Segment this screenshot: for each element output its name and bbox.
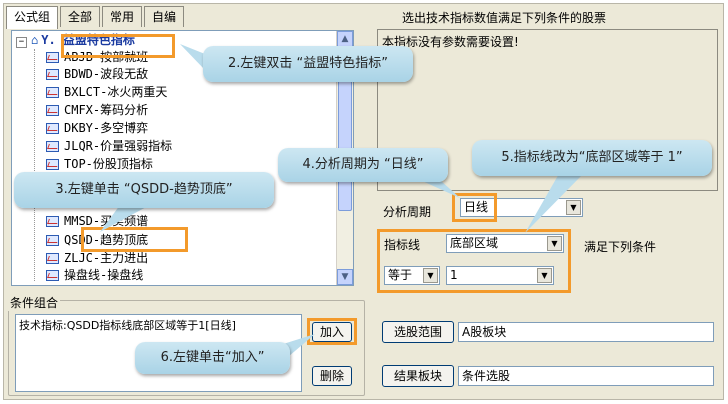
- tab-custom[interactable]: 自编: [144, 6, 185, 27]
- highlight-period: [452, 193, 497, 222]
- highlight-add-button: [307, 318, 357, 345]
- tab-all[interactable]: 全部: [60, 6, 101, 27]
- highlight-root-node: [61, 34, 175, 58]
- tree-item-qsdd[interactable]: QSDD-趋势顶底: [46, 232, 148, 249]
- tree-item[interactable]: ZLJC-主力进出: [46, 250, 148, 267]
- scroll-down-icon[interactable]: ▼: [337, 269, 353, 285]
- indicator-line-select[interactable]: 底部区域▼: [446, 234, 564, 253]
- callout-step4: 4.分析周期为 “日线”: [278, 148, 448, 182]
- highlight-qsdd-item: [81, 227, 188, 252]
- indicator-icon: [46, 216, 59, 227]
- tab-common[interactable]: 常用: [102, 6, 143, 27]
- indicator-icon: [46, 270, 59, 281]
- indicator-tree[interactable]: −⌂Y. 益盟特色指标 ABJB-按部就班 BDWD-波段无敌 BXLCT-冰火…: [11, 30, 354, 286]
- period-label: 分析周期: [383, 205, 432, 219]
- operator-select[interactable]: 等于▼: [384, 266, 440, 285]
- tab-formula-group[interactable]: 公式组: [6, 6, 59, 29]
- indicator-icon: [46, 159, 59, 170]
- tree-item[interactable]: DKBY-多空博弈: [46, 120, 148, 137]
- page-title: 选出技术指标数值满足下列条件的股票: [402, 11, 607, 25]
- condition-group-title: 条件组合: [8, 294, 61, 311]
- highlight-indicator-condition: [377, 229, 571, 293]
- value-select[interactable]: 1▼: [446, 266, 554, 285]
- indicator-icon: [46, 69, 59, 80]
- indicator-icon: [46, 52, 59, 63]
- chevron-down-icon[interactable]: ▼: [423, 268, 438, 283]
- collapse-icon[interactable]: −: [16, 37, 27, 48]
- tree-item[interactable]: 操盘线-操盘线: [46, 267, 143, 284]
- chevron-down-icon[interactable]: ▼: [566, 200, 581, 215]
- tree-item[interactable]: TOP-份股顶指标: [46, 156, 153, 173]
- indicator-icon: [46, 235, 59, 246]
- stock-range-button[interactable]: 选股范围: [382, 321, 454, 343]
- tree-item[interactable]: JLQR-价量强弱指标: [46, 138, 172, 155]
- indicator-line-label: 指标线: [384, 238, 421, 252]
- callout-step5: 5.指标线改为“底部区域等于 1”: [472, 140, 712, 176]
- indicator-icon: [46, 253, 59, 264]
- result-block-field[interactable]: 条件选股: [458, 366, 714, 386]
- tree-item[interactable]: CMFX-筹码分析: [46, 102, 148, 119]
- tree-item[interactable]: BDWD-波段无敌: [46, 66, 148, 83]
- add-button[interactable]: 加入: [312, 322, 352, 342]
- indicator-icon: [46, 87, 59, 98]
- tree-item[interactable]: BXLCT-冰火两重天: [46, 84, 167, 101]
- satisfy-label: 满足下列条件: [584, 240, 657, 254]
- condition-group-box: [8, 300, 365, 396]
- indicator-icon: [46, 123, 59, 134]
- scroll-up-icon[interactable]: ▲: [337, 31, 353, 47]
- stock-range-field[interactable]: A股板块: [458, 322, 714, 342]
- result-block-button[interactable]: 结果板块: [382, 365, 454, 387]
- home-icon: ⌂: [31, 33, 39, 47]
- callout-step2: 2.左键双击 “益盟特色指标”: [203, 46, 413, 82]
- chevron-down-icon[interactable]: ▼: [547, 236, 562, 251]
- callout-step6: 6.左键单击“加入”: [135, 342, 290, 374]
- delete-button[interactable]: 删除: [312, 366, 352, 386]
- condition-entry[interactable]: 技术指标:QSDD指标线底部区域等于1[日线]: [19, 319, 236, 332]
- callout-step3: 3.左键单击 “QSDD-趋势顶底”: [14, 172, 274, 208]
- indicator-icon: [46, 105, 59, 116]
- indicator-icon: [46, 141, 59, 152]
- tree-guide-line: [34, 49, 35, 281]
- chevron-down-icon[interactable]: ▼: [537, 268, 552, 283]
- formula-tabs: 公式组 全部 常用 自编: [6, 6, 186, 29]
